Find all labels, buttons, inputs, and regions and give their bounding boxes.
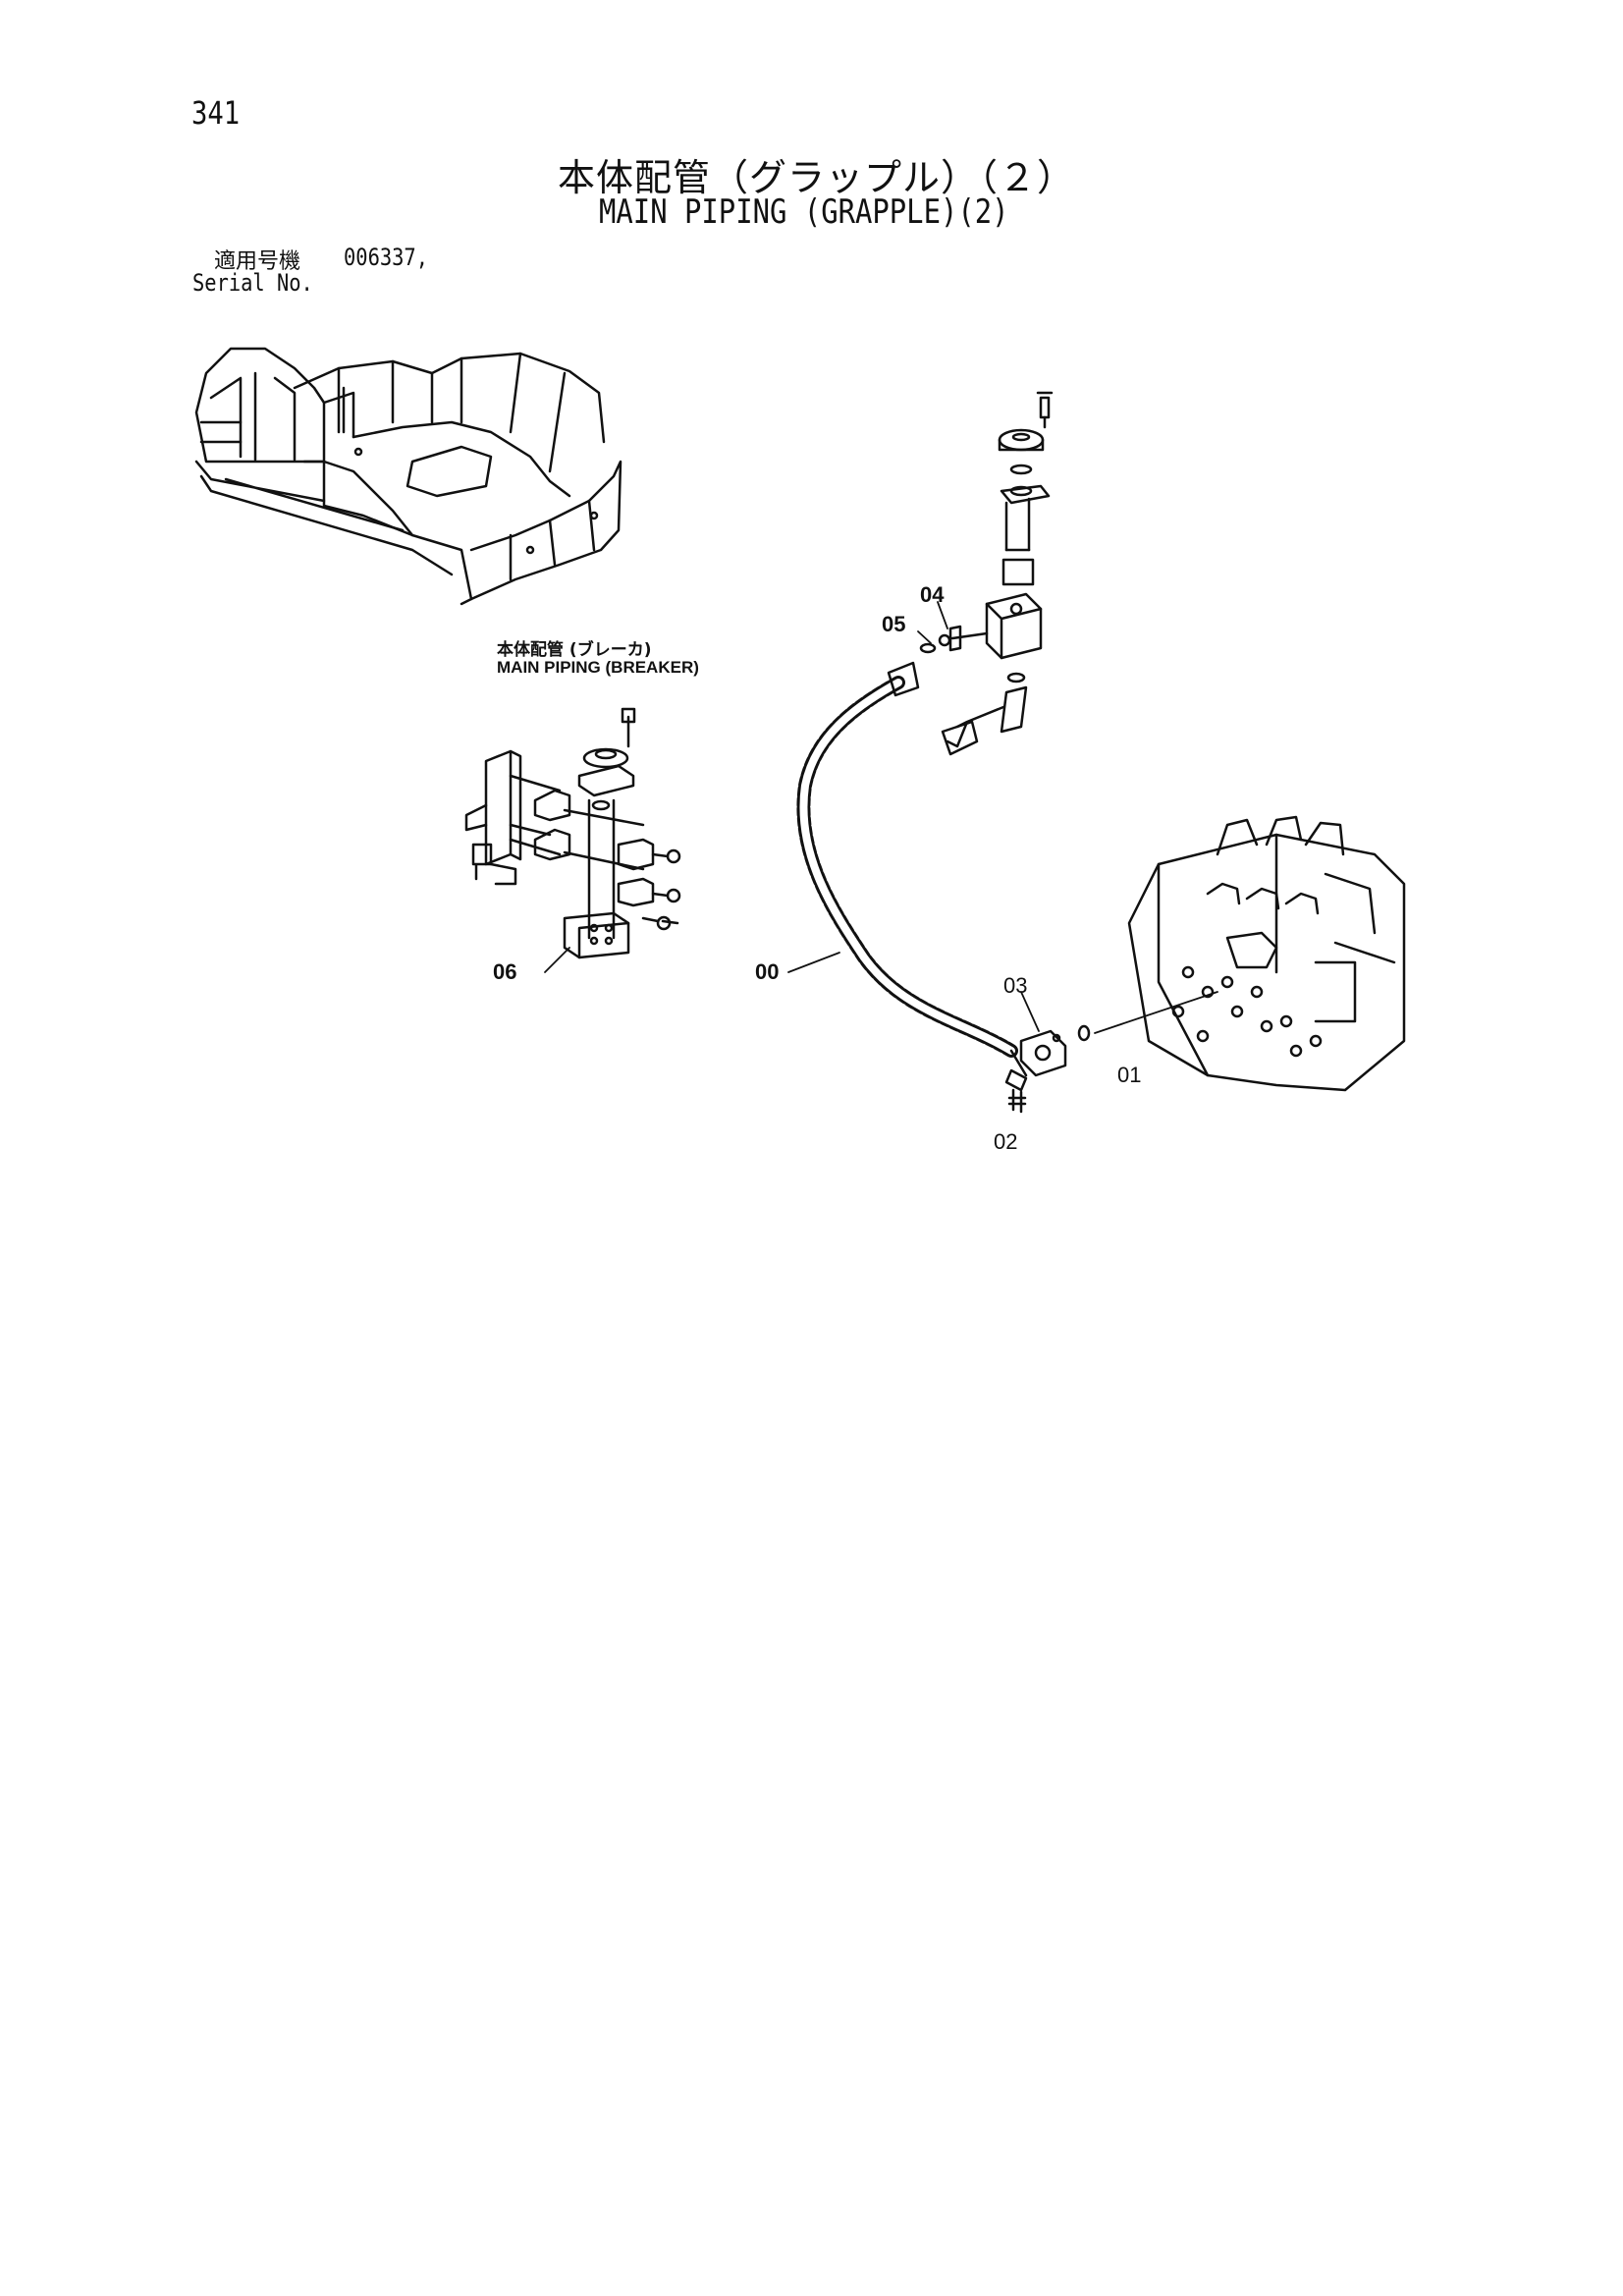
reference-label-english: MAIN PIPING (BREAKER) <box>497 658 699 677</box>
control-valve-drawing <box>1077 815 1406 1092</box>
page-number: 341 <box>191 94 241 132</box>
callout-06: 06 <box>493 959 516 984</box>
hose-00 <box>796 661 1028 1077</box>
reference-label-japanese: 本体配管 (ブレーカ) <box>497 640 652 660</box>
callout-01: 01 <box>1117 1063 1141 1087</box>
callout-00: 00 <box>755 959 779 984</box>
flange-fitting-03 <box>1004 1029 1067 1114</box>
serial-label-english: Serial No. <box>192 269 313 297</box>
serial-number-value: 006337, <box>344 244 428 271</box>
callout-04: 04 <box>920 582 945 607</box>
callout-03: 03 <box>1003 973 1027 998</box>
callout-leader-lines <box>544 601 1218 1034</box>
callout-05: 05 <box>882 612 905 636</box>
title-japanese: 本体配管（グラップル）（２） <box>558 156 1076 199</box>
upper-fitting-assembly <box>919 391 1054 756</box>
callout-02: 02 <box>994 1129 1017 1154</box>
serial-label-japanese: 適用号機 <box>214 249 301 274</box>
title-english: MAIN PIPING (GRAPPLE)(2) <box>599 192 1009 232</box>
machine-overview-drawing <box>194 347 622 606</box>
breaker-piping-assembly <box>464 707 681 959</box>
